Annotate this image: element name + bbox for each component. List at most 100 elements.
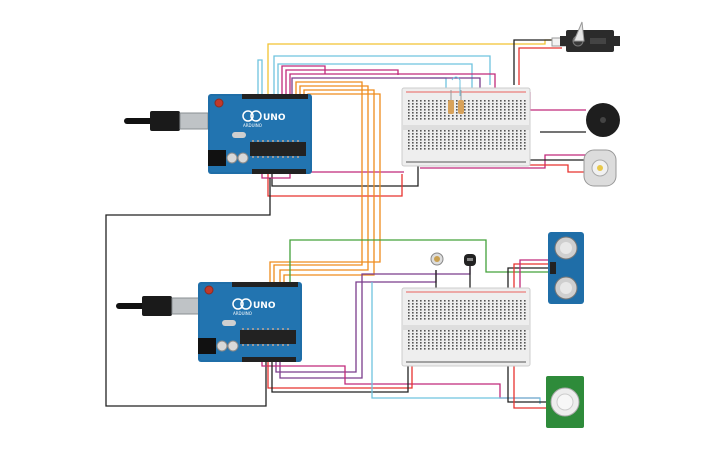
breadboard-hole <box>476 142 478 144</box>
breadboard-hole <box>524 118 526 120</box>
breadboard-hole <box>416 130 418 132</box>
breadboard-hole <box>460 115 462 117</box>
breadboard-hole <box>436 112 438 114</box>
breadboard-hole <box>412 115 414 117</box>
breadboard-hole <box>484 142 486 144</box>
breadboard-hole <box>424 333 426 335</box>
breadboard-hole <box>476 345 478 347</box>
breadboard-hole <box>504 342 506 344</box>
breadboard-hole <box>448 309 450 311</box>
breadboard-hole <box>496 112 498 114</box>
breadboard-hole <box>420 306 422 308</box>
breadboard-hole <box>432 333 434 335</box>
breadboard-hole <box>440 142 442 144</box>
breadboard-hole <box>468 318 470 320</box>
breadboard-hole <box>464 130 466 132</box>
breadboard-hole <box>424 300 426 302</box>
breadboard-hole <box>520 342 522 344</box>
led-lead <box>451 76 461 96</box>
breadboard-hole <box>500 312 502 314</box>
temperature-sensor <box>464 254 476 266</box>
breadboard-hole <box>436 115 438 117</box>
breadboard-hole <box>488 118 490 120</box>
breadboard-hole <box>460 145 462 147</box>
breadboard-hole <box>452 142 454 144</box>
breadboard-hole <box>472 315 474 317</box>
breadboard-hole <box>520 333 522 335</box>
breadboard-hole <box>524 100 526 102</box>
breadboard-hole <box>408 115 410 117</box>
breadboard-hole <box>488 309 490 311</box>
breadboard-hole <box>452 342 454 344</box>
breadboard-hole <box>504 348 506 350</box>
breadboard-hole <box>464 106 466 108</box>
breadboard-hole <box>424 139 426 141</box>
breadboard-hole <box>436 330 438 332</box>
breadboard-hole <box>412 342 414 344</box>
breadboard-hole <box>520 303 522 305</box>
breadboard-hole <box>452 315 454 317</box>
breadboard-hole <box>432 148 434 150</box>
wire-black-pir <box>507 365 548 403</box>
breadboard-hole <box>524 142 526 144</box>
breadboard-hole <box>516 342 518 344</box>
breadboard-hole <box>512 348 514 350</box>
breadboard-hole <box>464 115 466 117</box>
breadboard-hole <box>488 300 490 302</box>
breadboard-hole <box>484 136 486 138</box>
breadboard-hole <box>520 115 522 117</box>
breadboard-hole <box>420 345 422 347</box>
breadboard-hole <box>524 312 526 314</box>
breadboard-hole <box>496 333 498 335</box>
breadboard-hole <box>472 139 474 141</box>
breadboard-hole <box>492 309 494 311</box>
breadboard-hole <box>456 330 458 332</box>
breadboard-hole <box>444 106 446 108</box>
breadboard-hole <box>408 145 410 147</box>
breadboard-hole <box>508 130 510 132</box>
breadboard-hole <box>484 303 486 305</box>
breadboard-hole <box>424 318 426 320</box>
breadboard-hole <box>456 315 458 317</box>
breadboard-hole <box>444 306 446 308</box>
breadboard-hole <box>448 303 450 305</box>
breadboard-hole <box>416 312 418 314</box>
breadboard-hole <box>428 100 430 102</box>
breadboard-hole <box>460 312 462 314</box>
breadboard-hole <box>472 345 474 347</box>
wire-magenta-us <box>519 259 548 290</box>
breadboard-hole <box>440 336 442 338</box>
ultrasonic-sensor <box>548 232 584 304</box>
breadboard-hole <box>428 118 430 120</box>
breadboard-hole <box>488 339 490 341</box>
breadboard-hole <box>460 148 462 150</box>
breadboard-hole <box>436 306 438 308</box>
breadboard-hole <box>416 315 418 317</box>
servo-horn <box>573 21 585 42</box>
breadboard-hole <box>448 336 450 338</box>
breadboard-hole <box>460 333 462 335</box>
pir-sensor <box>546 376 584 428</box>
breadboard-hole <box>432 118 434 120</box>
breadboard-hole <box>516 333 518 335</box>
breadboard-hole <box>476 339 478 341</box>
breadboard-hole <box>440 148 442 150</box>
breadboard-hole <box>428 303 430 305</box>
breadboard-hole <box>440 318 442 320</box>
breadboard-hole <box>456 133 458 135</box>
breadboard-hole <box>508 306 510 308</box>
breadboard-hole <box>420 133 422 135</box>
breadboard-hole <box>444 133 446 135</box>
breadboard-hole <box>420 342 422 344</box>
breadboard-hole <box>408 139 410 141</box>
breadboard-hole <box>484 145 486 147</box>
breadboard-hole <box>524 306 526 308</box>
breadboard-hole <box>512 103 514 105</box>
breadboard-hole <box>488 345 490 347</box>
breadboard-hole <box>452 309 454 311</box>
breadboard-hole <box>492 342 494 344</box>
breadboard-hole <box>408 333 410 335</box>
breadboard-hole <box>468 336 470 338</box>
breadboard-hole <box>520 348 522 350</box>
usb-plug-bottom <box>142 296 172 316</box>
